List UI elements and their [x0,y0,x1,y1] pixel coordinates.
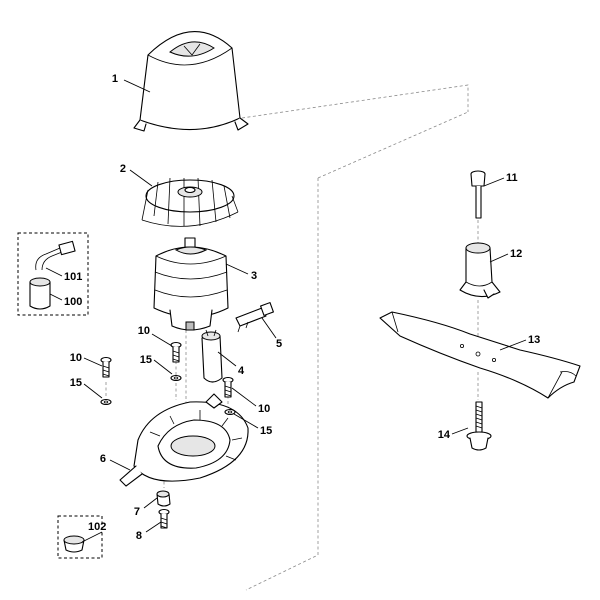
part-2-fan [141,177,239,227]
callout-10-a: 10 [138,325,150,337]
part-10-screw-b [100,356,112,378]
callout-12: 12 [510,248,522,260]
callout-15-a: 15 [140,354,152,366]
part-15-washer-c [224,408,236,416]
callout-3: 3 [251,270,257,282]
callout-4: 4 [238,365,245,377]
part-14-blade-bolt [466,401,492,451]
part-3-motor [153,237,229,331]
callout-102: 102 [88,521,106,533]
callout-labels: 1 2 3 4 5 6 7 8 10 10 10 11 12 13 14 15 … [64,73,540,542]
callout-leaders [45,79,527,543]
callout-10-c: 10 [258,403,270,415]
part-4-capacitor [201,329,223,383]
part-10-screw-c [222,376,234,398]
part-15-washer-a [170,374,182,382]
part-1-cover [133,31,249,132]
part-11-pin [470,170,486,219]
callout-14: 14 [438,429,451,441]
part-7-bushing [156,490,171,507]
callout-11: 11 [506,172,518,184]
callout-2: 2 [120,163,126,175]
part-10-screw-a [170,341,182,363]
part-5-connector [235,302,274,333]
callout-15-b: 15 [70,377,82,389]
kit-box-bushing [57,515,103,559]
part-8-screw [158,508,170,529]
callout-15-c: 15 [260,425,272,437]
callout-100: 100 [64,296,82,308]
part-15-washer-b [100,398,112,406]
callout-8: 8 [136,530,142,542]
callout-10-b: 10 [70,352,82,364]
callout-7: 7 [134,506,140,518]
callout-101: 101 [64,271,82,283]
part-13-blade [379,311,581,399]
part-6-bracket [119,393,249,487]
part-12-blade-adapter [459,242,501,299]
callout-13: 13 [528,334,540,346]
callout-1: 1 [112,73,118,85]
callout-5: 5 [276,338,282,350]
callout-6: 6 [100,453,106,465]
kit-box-capacitor [17,232,89,316]
